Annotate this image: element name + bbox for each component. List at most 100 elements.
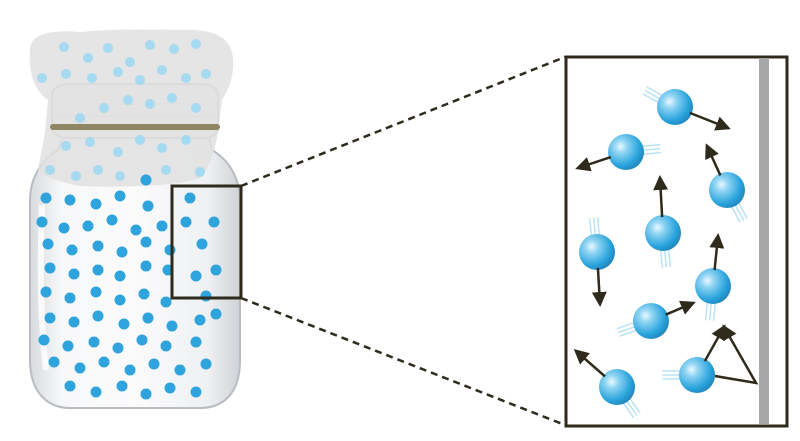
jar-particle [36,216,48,228]
wall-collision-arrow [714,324,759,385]
jar [29,29,243,409]
jar-particle [210,264,222,276]
particle-ball [645,215,681,251]
velocity-arrow [705,143,722,176]
jar-particle [62,340,74,352]
gas-particle [645,175,681,268]
jar-particle [201,69,211,79]
jar-particle [90,386,102,398]
velocity-arrow [665,300,696,316]
jar-particle [184,192,196,204]
jar-particle [145,99,155,109]
gas-particle [695,233,731,321]
particle-ball [599,369,635,405]
particle-ball [633,303,669,339]
velocity-arrow [703,324,726,362]
jar-particle [40,286,52,298]
jar-particle [196,238,208,250]
jar-particle [92,264,104,276]
jar-particle [125,57,135,67]
jar-particle [130,224,142,236]
jar-particle [138,288,150,300]
jar-particle [123,95,133,105]
jar-particle [166,320,178,332]
jar-particle [135,135,145,145]
particle-ball [608,134,644,170]
jar-particle [174,364,186,376]
jar-particle [116,246,128,258]
jar-particle [142,312,154,324]
jar-particle [148,358,160,370]
jar-particle [45,165,55,175]
jar-particle [157,143,167,153]
jar-particle [118,318,130,330]
gas-particle [705,143,748,223]
jar-particle [180,216,192,228]
jar-particle [90,286,102,298]
jar-particle [106,214,118,226]
jar-particle [40,192,52,204]
jar-particle [99,103,109,113]
jar-particle [195,167,205,177]
jar-particle [210,308,222,320]
particle-ball [657,89,693,125]
jar-particle [98,356,110,368]
jar-particle [136,334,148,346]
jar-particle [44,262,56,274]
jar-particle [140,174,152,186]
jar-particle [140,236,152,248]
jar-particle [113,67,123,77]
jar-body [29,119,241,409]
container-wall [759,58,769,424]
gas-particle [575,134,661,172]
gas-particle [642,86,731,131]
jar-particle [181,135,191,145]
jar-particle [103,43,113,53]
jar-particle [115,171,125,181]
jar-particle [160,340,172,352]
jar-particle [44,312,56,324]
jar-particle [140,388,152,400]
velocity-arrow [653,175,669,218]
jar-particle [48,356,60,368]
jar-particle [160,296,172,308]
magnified-particles [573,86,759,418]
jar-particle [191,39,201,49]
jar-particle [112,342,124,354]
magnified-view [564,55,789,428]
jar-particle [71,171,81,181]
jar-particle [116,380,128,392]
jar-particle [161,165,171,175]
jar-particle [90,198,102,210]
jar-particle [164,382,176,394]
rubber-band [50,124,220,130]
gas-particle [616,300,696,339]
jar-particle [114,270,126,282]
jar-particle [156,220,168,232]
jar-particle [64,292,76,304]
jar-particle [88,336,100,348]
zoom-line-bottom [240,296,566,427]
particle-ball [709,172,745,208]
jar-particles [36,39,222,400]
jar-particle [66,244,78,256]
jar-particle [140,260,152,272]
zoom-source-box [170,184,243,300]
velocity-arrow [709,233,725,271]
gas-particle [662,324,726,393]
jar-particle [58,222,70,234]
jar-particle [167,93,177,103]
velocity-arrow [591,267,607,307]
velocity-arrow [573,349,606,378]
jar-particle [61,141,71,151]
jar-particle [38,334,50,346]
particle-ball [679,357,715,393]
jar-particle [208,216,220,228]
jar-particle [113,147,123,157]
gas-particle [573,349,641,418]
jar-particle [124,364,136,376]
jar-particle [93,165,103,175]
jar-particle [75,113,85,123]
jar-particle [37,73,47,83]
